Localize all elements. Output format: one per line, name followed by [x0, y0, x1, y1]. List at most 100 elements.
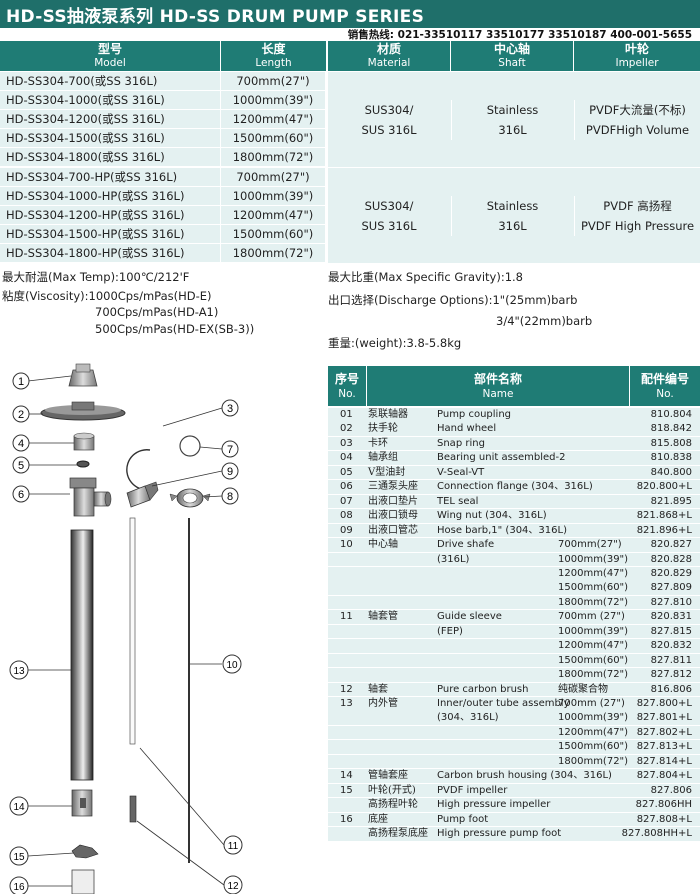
part-name-zh: 中心轴: [368, 539, 398, 551]
part-code: 827.809: [650, 582, 692, 594]
part-name-zh: 三通泵头座: [368, 481, 418, 493]
discharge-options: 出口选择(Discharge Options):1"(25mm)barb: [328, 293, 578, 307]
part-number-index: 09: [340, 524, 353, 536]
page-title: HD-SS抽液泵系列 HD-SS DRUM PUMP SERIES: [6, 7, 425, 27]
material-cell: SUS304/SUS 316L: [361, 103, 417, 137]
part-name-en: (316L): [437, 553, 470, 565]
svg-text:10: 10: [226, 660, 238, 671]
part-name-en: Bearing unit assembled-2: [437, 452, 566, 464]
svg-text:1: 1: [18, 376, 24, 388]
part-number-index: 03: [340, 437, 353, 449]
part-number-index: 15: [340, 784, 353, 796]
part-number-index: 02: [340, 423, 353, 435]
parts-row: 1800mm(72")827.814+L: [328, 754, 700, 769]
part-length: 1500mm(60"): [558, 741, 629, 753]
max-specific-gravity: 最大比重(Max Specific Gravity):1.8: [328, 270, 523, 284]
part-name-en: High pressure pump foot: [437, 828, 562, 840]
impeller-cell: PVDF大流量(不标)PVDFHigh Volume: [574, 100, 700, 140]
spec-row: HD-SS304-1200(或SS 316L)1200mm(47"): [0, 110, 326, 129]
part-code: 820.829: [650, 567, 692, 579]
part-name-en: PVDF impeller: [437, 784, 508, 796]
part-code: 821.896+L: [636, 524, 692, 536]
viscosity: 粘度(Viscosity):1000Cps/mPas(HD-E): [2, 289, 212, 303]
wing-nut-part: [169, 488, 211, 508]
part-code: 820.832: [650, 640, 692, 652]
spec-row: HD-SS304-1800(或SS 316L)1800mm(72"): [0, 148, 326, 167]
part-name-en: Carbon brush housing (304、316L): [437, 770, 612, 782]
svg-text:11: 11: [228, 841, 239, 852]
callout-16: 16: [9, 876, 29, 894]
part-name-zh: 扶手轮: [368, 423, 398, 435]
spec-row: HD-SS304-1500-HP(或SS 316L)1500mm(60"): [0, 225, 326, 244]
part-name-en: Hose barb,1" (304、316L): [437, 524, 567, 536]
part-code: 820.800+L: [636, 481, 692, 493]
part-number-index: 13: [340, 698, 353, 709]
sales-hotline: 销售热线: 021-33510117 33510177 33510187 400…: [347, 29, 692, 41]
parts-row: 1800mm(72")827.812: [328, 668, 700, 682]
guide-sleeve-part: [129, 517, 136, 745]
part-name-zh: 轴套: [368, 683, 388, 695]
parts-row: 1200mm(47")820.829: [328, 566, 700, 581]
parts-row: 1200mm(47")827.802+L: [328, 725, 700, 740]
max-temp: 最大耐温(Max Temp):100℃/212'F: [2, 270, 190, 284]
part-name-en: Guide sleeve: [437, 611, 502, 623]
part-code: 810.838: [650, 452, 692, 464]
part-name-en: TEL seal: [437, 495, 479, 507]
parts-row: 1500mm(60")827.813+L: [328, 740, 700, 754]
spec-row: HD-SS304-700(或SS 316L)700mm(27"): [0, 72, 326, 91]
part-name-zh: V型油封: [368, 466, 406, 478]
title-bar: HD-SS抽液泵系列 HD-SS DRUM PUMP SERIES: [0, 0, 700, 28]
leader-lines: [27, 375, 225, 887]
part-code: 827.806HH: [635, 799, 692, 811]
part-name-en: Connection flange (304、316L): [437, 481, 593, 493]
callout-13: 13: [9, 660, 29, 680]
spec-row: HD-SS304-1500(或SS 316L)1500mm(60"): [0, 129, 326, 148]
part-code: 840.800: [650, 466, 692, 478]
part-number-index: 16: [340, 813, 353, 825]
part-name-zh: 底座: [368, 813, 388, 825]
callout-14: 14: [9, 796, 29, 816]
callout-12: 12: [223, 875, 243, 894]
svg-text:8: 8: [227, 491, 233, 503]
inner-outer-tube-part: [70, 529, 94, 781]
part-number-index: 06: [340, 481, 353, 493]
part-name-zh: 轴套管: [368, 611, 398, 623]
hose-barb-part: [126, 481, 159, 508]
part-code: 827.808HH+L: [621, 828, 692, 840]
part-number-index: 08: [340, 510, 353, 522]
part-name-zh: 出液口垫片: [368, 495, 418, 507]
part-name-en: (304、316L): [437, 712, 499, 724]
carbon-brush-housing-part: [71, 789, 93, 817]
part-code: 827.806: [650, 784, 692, 796]
part-code: 820.827: [650, 539, 692, 551]
svg-text:6: 6: [18, 489, 24, 501]
part-code: 827.808+L: [636, 813, 692, 825]
part-code: 816.806: [650, 683, 692, 695]
parts-row: 1500mm(60")827.811: [328, 653, 700, 668]
part-name-zh: 卡环: [368, 437, 388, 449]
part-name-zh: 轴承组: [368, 452, 398, 464]
callout-9: 9: [221, 462, 239, 480]
callout-3: 3: [221, 399, 239, 417]
part-number-index: 14: [340, 770, 353, 782]
part-length: 1500mm(60"): [558, 582, 629, 594]
part-name-en: Pure carbon brush: [437, 683, 529, 695]
part-code: 827.810: [650, 596, 692, 608]
